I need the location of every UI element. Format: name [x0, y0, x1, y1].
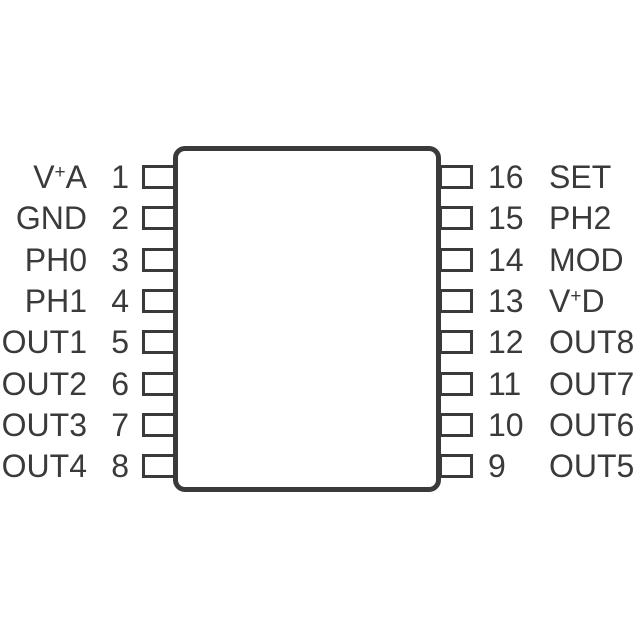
pin-16-number: 16: [488, 159, 524, 195]
pin-11-label: OUT7: [549, 366, 635, 402]
pin-row: PH0 3 14 MOD: [0, 239, 640, 281]
pin-3-number: 3: [111, 242, 129, 278]
pin-row: OUT1 5 12 OUT8: [0, 321, 640, 363]
pin-10-label: OUT6: [549, 407, 635, 443]
ic-body: [173, 146, 441, 492]
pin-11-number: 11: [488, 366, 522, 402]
pin-5-number: 5: [111, 324, 129, 360]
pin-14-pad: [439, 248, 473, 272]
pin-13-label: V+D: [549, 280, 605, 322]
pin-12-number: 12: [488, 324, 524, 360]
pin-6-pad: [142, 372, 176, 396]
pin-12-label: OUT8: [549, 324, 635, 360]
pin-8-pad: [142, 454, 176, 478]
pin-4-pad: [142, 289, 176, 313]
pin-13-pad: [439, 289, 473, 313]
pin-16-label: SET: [549, 159, 612, 195]
pin-13-label-base: V: [549, 283, 571, 319]
pin-7-pad: [142, 413, 176, 437]
pin-3-pad: [142, 248, 176, 272]
pin-13-label-rest: D: [581, 283, 605, 319]
superscript-plus: +: [54, 162, 66, 183]
pin-16-pad: [439, 165, 473, 189]
pin-2-number: 2: [111, 200, 129, 236]
pin-14-number: 14: [488, 242, 524, 278]
pin-2-label: GND: [15, 200, 87, 236]
pin-9-pad: [439, 454, 473, 478]
pin-15-label: PH2: [549, 200, 612, 236]
pin-11-pad: [439, 372, 473, 396]
pin-5-pad: [142, 330, 176, 354]
pin-row: OUT2 6 11 OUT7: [0, 363, 640, 405]
pin-5-label: OUT1: [1, 324, 87, 360]
superscript-plus: +: [570, 286, 582, 307]
pin-4-number: 4: [111, 283, 129, 319]
pin-8-number: 8: [111, 448, 129, 484]
pin-4-label: PH1: [24, 283, 87, 319]
pin-8-label: OUT4: [1, 448, 87, 484]
pin-12-pad: [439, 330, 473, 354]
pin-6-number: 6: [111, 366, 129, 402]
pin-row: GND 2 15 PH2: [0, 197, 640, 239]
pin-1-label: V+A: [33, 156, 87, 198]
pin-1-number: 1: [111, 159, 129, 195]
pin-1-label-rest: A: [65, 159, 87, 195]
pin-6-label: OUT2: [1, 366, 87, 402]
pin-1-label-base: V: [33, 159, 55, 195]
pin-9-number: 9: [488, 448, 506, 484]
pin-7-label: OUT3: [1, 407, 87, 443]
pin-15-pad: [439, 206, 473, 230]
pin-9-label: OUT5: [549, 448, 635, 484]
pin-2-pad: [142, 206, 176, 230]
pin-row: OUT4 8 9 OUT5: [0, 445, 640, 487]
pin-3-label: PH0: [24, 242, 87, 278]
pin-14-label: MOD: [549, 242, 624, 278]
pin-13-number: 13: [488, 283, 524, 319]
pin-15-number: 15: [488, 200, 524, 236]
pin-row: OUT3 7 10 OUT6: [0, 404, 640, 446]
pin-row: PH1 4 13 V+D: [0, 280, 640, 322]
pin-10-pad: [439, 413, 473, 437]
pin-10-number: 10: [488, 407, 524, 443]
pin-1-pad: [142, 165, 176, 189]
pin-7-number: 7: [111, 407, 129, 443]
